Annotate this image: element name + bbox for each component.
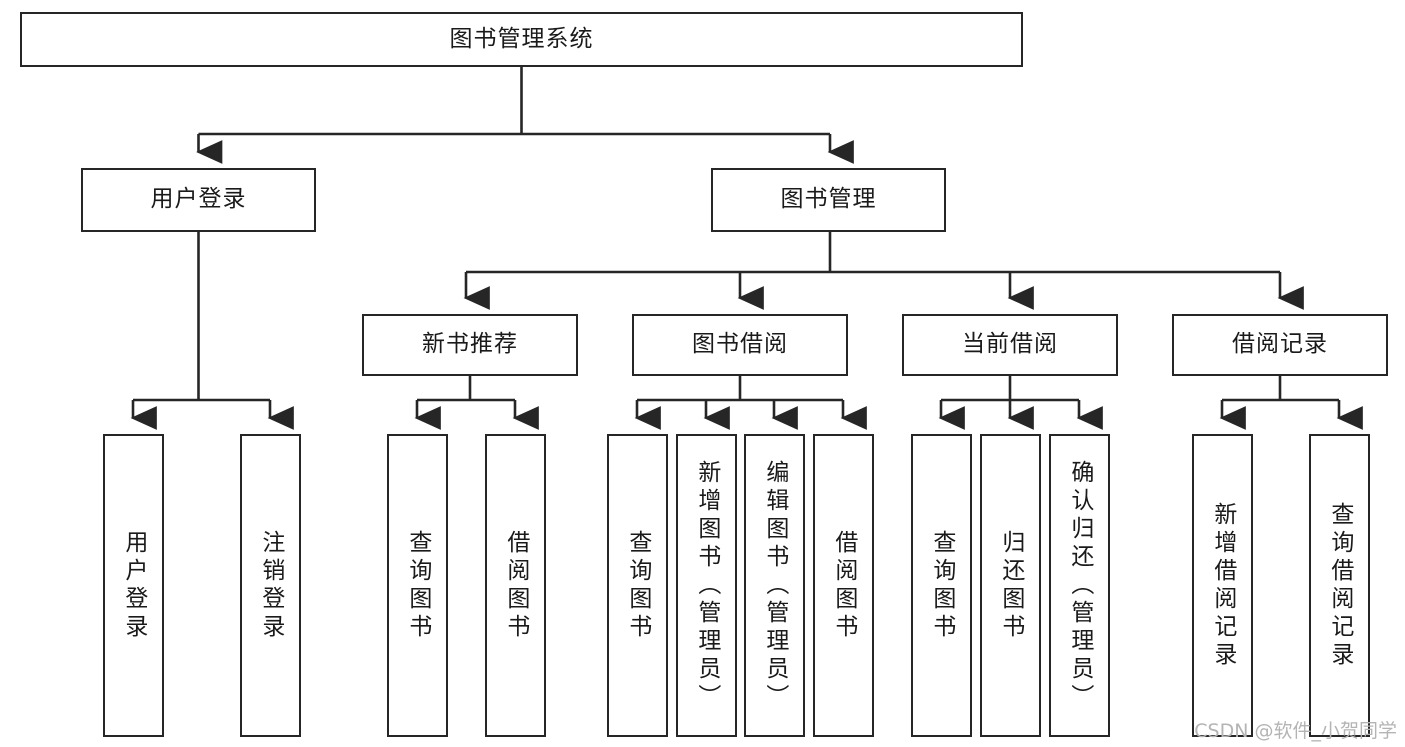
node-label: 图书管理: [780, 186, 877, 213]
leaf-current-borrow-confirm-return-admin[interactable]: 确认归还（管理员）: [1049, 434, 1110, 737]
node-new-book-recommend[interactable]: 新书推荐: [362, 314, 578, 376]
node-label: 注销登录: [257, 529, 284, 642]
leaf-borrow-record-add-record[interactable]: 新增借阅记录: [1192, 434, 1253, 737]
node-label: 新增图书（管理员）: [693, 459, 720, 712]
leaf-borrow-record-query-record[interactable]: 查询借阅记录: [1309, 434, 1370, 737]
node-root-book-management-system[interactable]: 图书管理系统: [20, 12, 1023, 67]
leaf-book-borrow-add-book-admin[interactable]: 新增图书（管理员）: [676, 434, 737, 737]
node-label: 新书推荐: [422, 331, 518, 358]
csdn-watermark: CSDN @软件_小贺同学: [1194, 720, 1397, 742]
node-label: 图书管理系统: [449, 25, 594, 52]
leaf-book-borrow-edit-book-admin[interactable]: 编辑图书（管理员）: [744, 434, 805, 737]
leaf-user-login-login[interactable]: 用户登录: [103, 434, 164, 737]
node-label: 借阅图书: [502, 529, 529, 642]
leaf-new-book-query-book[interactable]: 查询图书: [387, 434, 448, 737]
node-label: 用户登录: [120, 529, 147, 642]
node-current-borrow[interactable]: 当前借阅: [902, 314, 1118, 376]
node-label: 归还图书: [997, 529, 1024, 642]
leaf-current-borrow-return-book[interactable]: 归还图书: [980, 434, 1041, 737]
node-label: 查询借阅记录: [1326, 501, 1353, 670]
node-label: 查询图书: [404, 529, 431, 642]
node-label: 借阅记录: [1232, 331, 1328, 358]
leaf-current-borrow-query-book[interactable]: 查询图书: [911, 434, 972, 737]
node-borrow-record[interactable]: 借阅记录: [1172, 314, 1388, 376]
node-label: 图书借阅: [692, 331, 788, 358]
node-label: 确认归还（管理员）: [1066, 459, 1093, 712]
node-label: 借阅图书: [830, 529, 857, 642]
leaf-book-borrow-query-book[interactable]: 查询图书: [607, 434, 668, 737]
node-label: 编辑图书（管理员）: [761, 459, 788, 712]
node-label: 查询图书: [624, 529, 651, 642]
leaf-new-book-borrow-book[interactable]: 借阅图书: [485, 434, 546, 737]
node-label: 查询图书: [928, 529, 955, 642]
leaf-book-borrow-borrow-book[interactable]: 借阅图书: [813, 434, 874, 737]
node-label: 新增借阅记录: [1209, 501, 1236, 670]
node-book-management[interactable]: 图书管理: [711, 168, 946, 232]
node-user-login[interactable]: 用户登录: [81, 168, 316, 232]
node-label: 当前借阅: [962, 331, 1058, 358]
leaf-user-login-logout[interactable]: 注销登录: [240, 434, 301, 737]
node-label: 用户登录: [150, 186, 247, 213]
node-book-borrow[interactable]: 图书借阅: [632, 314, 848, 376]
